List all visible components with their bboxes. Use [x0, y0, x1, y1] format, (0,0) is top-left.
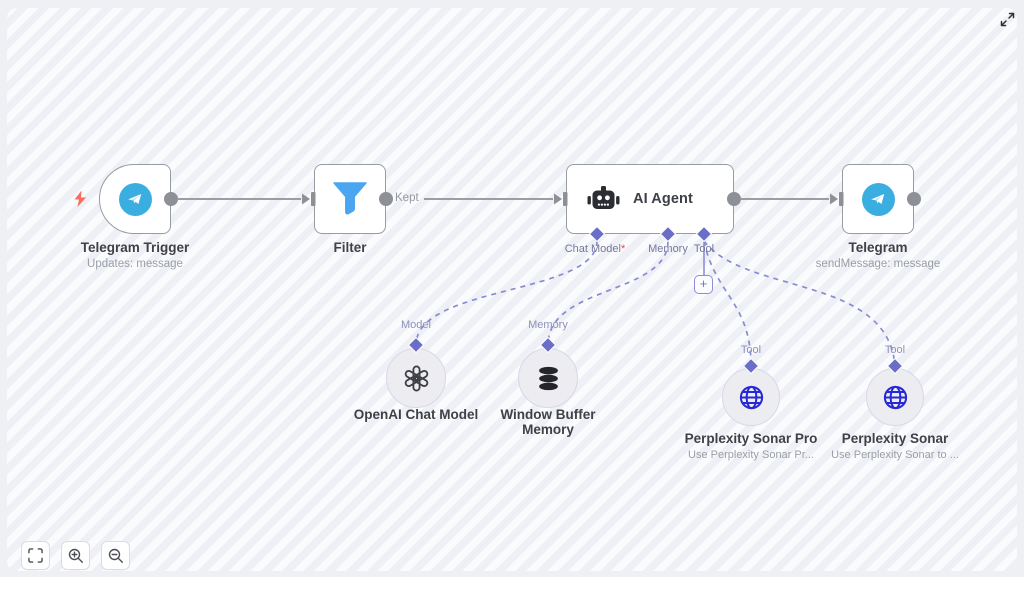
fit-view-icon [28, 548, 43, 563]
zoom-out-icon [108, 548, 123, 563]
zoom-in-button[interactable] [61, 541, 90, 570]
zoom-out-button[interactable] [101, 541, 130, 570]
fit-view-button[interactable] [21, 541, 50, 570]
workflow-canvas[interactable] [7, 8, 1017, 571]
expand-icon [1000, 12, 1014, 26]
zoom-in-icon [68, 548, 83, 563]
expand-canvas-button[interactable] [994, 6, 1020, 32]
add-tool-button[interactable]: + [694, 275, 713, 294]
